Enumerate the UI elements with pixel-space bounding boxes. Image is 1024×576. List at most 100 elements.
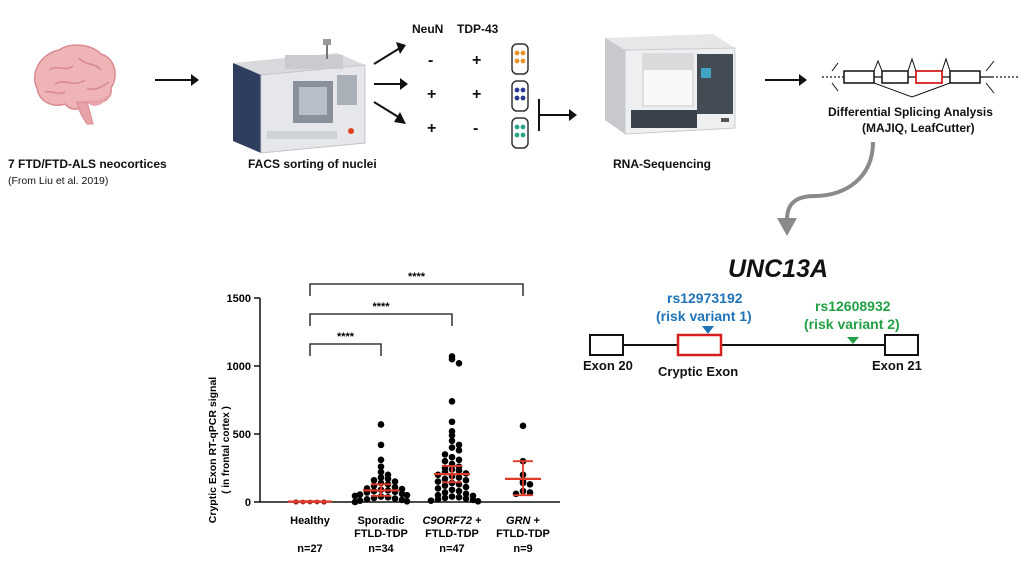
x-tick-label: Healthy [290, 515, 331, 527]
data-point [377, 474, 385, 481]
data-point [455, 456, 463, 464]
data-point [398, 496, 406, 504]
variant2-id: rs12608932 [815, 298, 891, 314]
x-tick-label: FTLD-TDP [496, 528, 550, 540]
data-point [448, 453, 456, 461]
arrow-icon [155, 74, 199, 86]
data-point [469, 496, 477, 504]
x-tick-label: GRN + [506, 515, 540, 527]
data-point [474, 498, 482, 505]
data-point [391, 495, 399, 502]
data-point [377, 441, 385, 449]
data-point [448, 355, 456, 363]
splicing-label: Differential Splicing Analysis [828, 105, 993, 119]
data-point [441, 457, 449, 465]
data-point [377, 463, 385, 470]
scatter-chart: Cryptic Exon RT-qPCR signal ( in frontal… [207, 271, 560, 555]
data-point [351, 492, 359, 500]
data-point [377, 421, 385, 428]
exon-right-label: Exon 21 [872, 358, 922, 373]
tube [511, 80, 529, 112]
y-axis-label: Cryptic Exon RT-qPCR signal [207, 377, 219, 524]
data-point [526, 481, 534, 488]
tube [511, 117, 529, 149]
data-point [441, 451, 449, 458]
data-point [377, 456, 385, 464]
data-point [441, 489, 449, 496]
data-point [403, 491, 411, 499]
n-label: n=47 [439, 543, 464, 555]
significance-bracket [309, 313, 453, 326]
facs-label: FACS sorting of nuclei [248, 157, 377, 171]
y-tick-label: 1000 [227, 361, 251, 373]
merge-arrow-icon [538, 99, 577, 131]
data-point [351, 498, 359, 506]
data-point [455, 474, 463, 481]
significance-label: **** [337, 331, 355, 343]
x-tick-label: C9ORF72 + [422, 515, 481, 527]
data-point [448, 418, 456, 426]
data-point [462, 483, 470, 491]
data-point [448, 493, 456, 500]
data-point [455, 467, 463, 475]
curved-arrow-icon [777, 141, 875, 236]
data-point [398, 490, 406, 498]
data-point [455, 493, 463, 501]
brain-illustration [25, 40, 120, 130]
gene-name: UNC13A [728, 255, 829, 283]
marker-header-neun: NeuN [412, 22, 444, 36]
n-label: n=34 [368, 543, 394, 555]
data-point [462, 476, 470, 484]
x-tick-label: FTLD-TDP [354, 528, 408, 540]
n-label: n=9 [513, 543, 532, 555]
sample-tubes-icon [511, 43, 529, 149]
data-point [441, 494, 449, 502]
data-point [455, 447, 463, 454]
marker-header-tdp43: TDP-43 [457, 22, 499, 36]
data-point [512, 490, 520, 498]
variant1-id: rs12973192 [667, 290, 743, 306]
rnaseq-label: RNA-Sequencing [613, 157, 712, 171]
y-tick-label: 500 [233, 429, 251, 441]
tube [511, 43, 529, 75]
significance-label: **** [408, 271, 426, 283]
data-point [356, 491, 364, 498]
variant2-desc: (risk variant 2) [804, 316, 900, 332]
data-point [455, 441, 463, 449]
cryptic-exon-label: Cryptic Exon [658, 364, 739, 379]
data-point [455, 359, 463, 367]
data-point [462, 495, 470, 502]
y-axis-sublabel: ( in frontal cortex ) [221, 406, 232, 494]
data-point [519, 422, 527, 430]
data-point [462, 490, 470, 498]
data-point [448, 437, 456, 445]
variant1-desc: (risk variant 1) [656, 308, 752, 324]
data-point [427, 497, 435, 504]
y-tick-label: 0 [245, 497, 251, 509]
split-arrows-icon [373, 42, 408, 124]
data-point [441, 475, 449, 483]
data-point [434, 478, 442, 485]
significance-label: **** [372, 301, 390, 313]
data-point [356, 497, 364, 504]
data-point [391, 483, 399, 491]
splicing-tools: (MAJIQ, LeafCutter) [862, 121, 975, 135]
data-point [448, 444, 456, 451]
data-point [391, 478, 399, 485]
data-point [448, 398, 456, 405]
data-point [370, 476, 378, 484]
data-point [434, 495, 442, 503]
data-point [403, 498, 411, 505]
facs-machine-illustration [225, 35, 370, 160]
brain-source: (From Liu et al. 2019) [8, 175, 109, 187]
exon-left-label: Exon 20 [583, 358, 633, 373]
x-tick-label: FTLD-TDP [425, 528, 479, 540]
sequencer-illustration [585, 28, 740, 143]
y-tick-label: 1500 [227, 293, 251, 305]
n-label: n=27 [297, 543, 322, 555]
data-point [398, 485, 406, 493]
data-point [434, 485, 442, 492]
significance-bracket [309, 343, 382, 356]
data-point [384, 493, 392, 501]
brain-label: 7 FTD/FTD-ALS neocortices [8, 157, 167, 171]
